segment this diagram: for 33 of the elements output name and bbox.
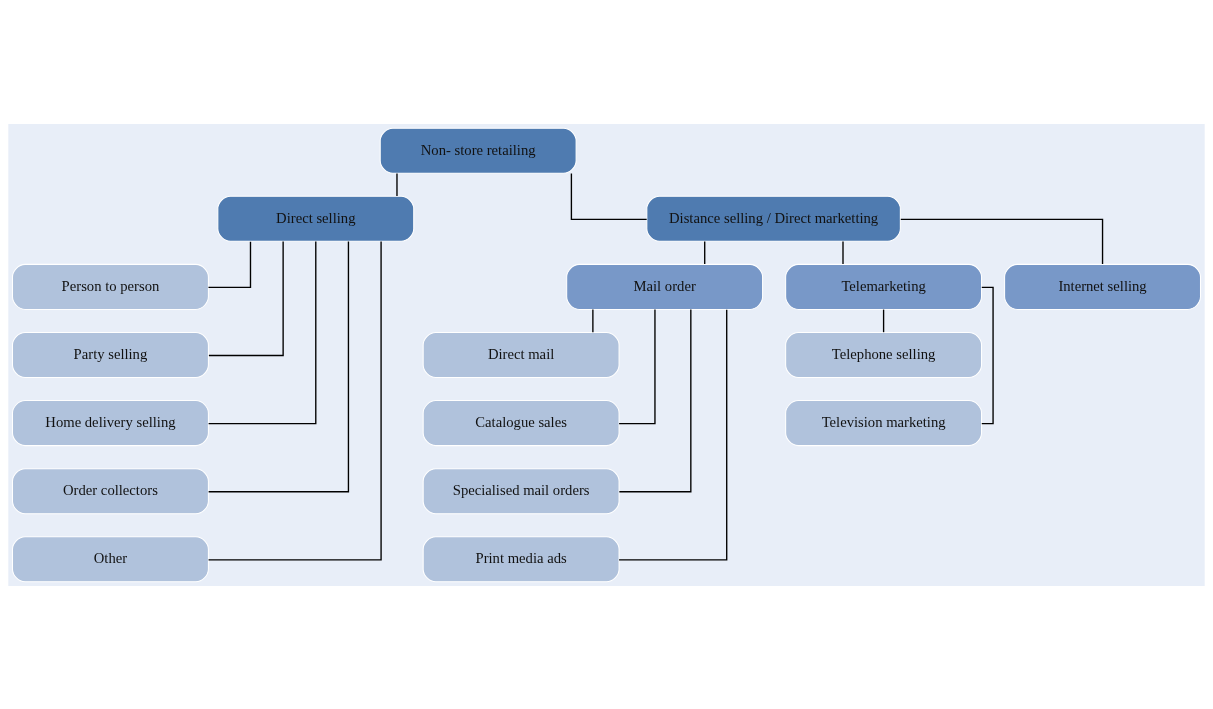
node-box: Print media ads: [422, 535, 620, 582]
connector: [396, 172, 398, 197]
node-box: Telephone selling: [785, 331, 983, 378]
node-box: Mail order: [566, 263, 764, 310]
connector: [570, 172, 648, 220]
node-box: Television marketing: [785, 399, 983, 446]
node-box: Direct selling: [217, 195, 415, 242]
node-box: Direct mail: [422, 331, 620, 378]
connector: [208, 240, 284, 356]
node-box: Party selling: [11, 331, 209, 378]
connector: [900, 218, 1104, 265]
connector: [618, 308, 656, 424]
node-box: Order collectors: [11, 467, 209, 514]
node-box: Telemarketing: [785, 263, 983, 310]
node-box: Catalogue sales: [422, 399, 620, 446]
node-box: Specialised mail orders: [422, 467, 620, 514]
connector: [618, 308, 692, 492]
connector: [981, 286, 994, 424]
node-box: Internet selling: [1004, 263, 1202, 310]
connector: [207, 240, 350, 492]
connector: [882, 308, 885, 333]
node-box: Non- store retailing: [379, 127, 577, 174]
connector: [207, 240, 317, 424]
node-box: Person to person: [11, 263, 209, 310]
node-box: Distance selling / Direct marketting: [646, 195, 901, 242]
node-box: Home delivery selling: [11, 399, 209, 446]
connector: [704, 240, 706, 265]
connector: [592, 308, 594, 333]
connector: [207, 240, 382, 560]
connector: [842, 240, 844, 265]
connector: [618, 308, 728, 560]
connector: [207, 240, 252, 288]
node-box: Other: [11, 535, 209, 582]
